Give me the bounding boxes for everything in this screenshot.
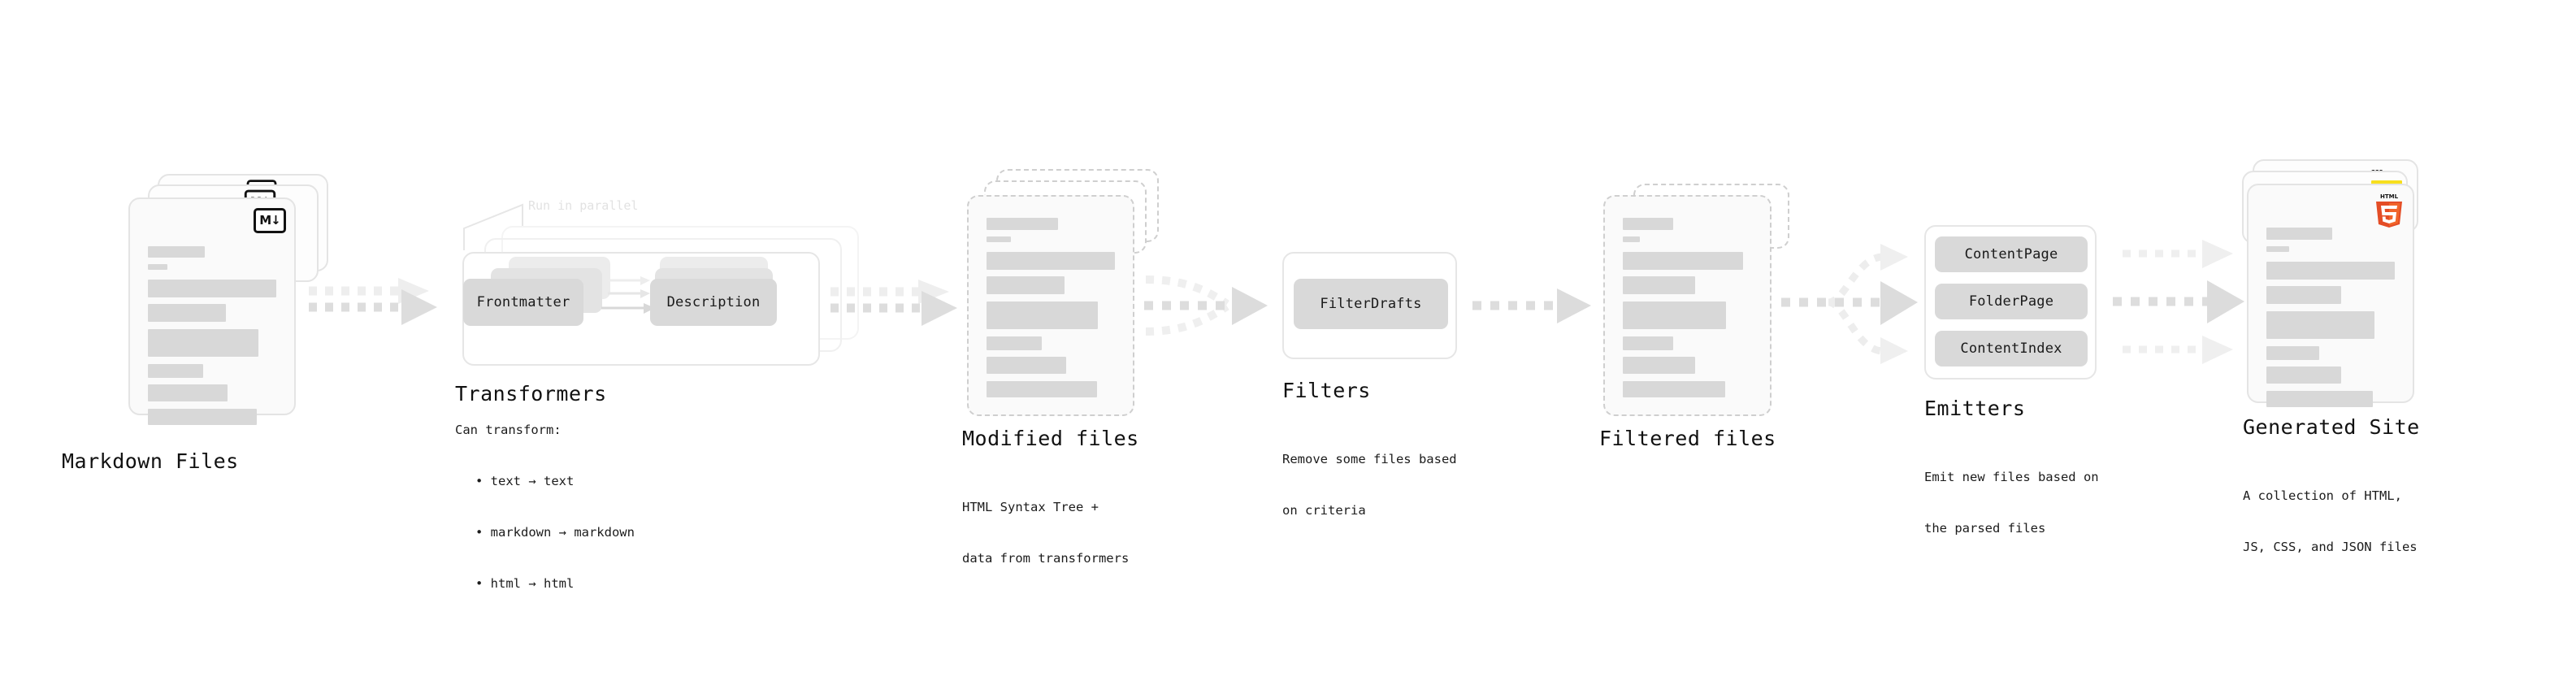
arrow-transformers-to-modified xyxy=(830,280,957,326)
skeleton-line xyxy=(2266,246,2290,252)
skeleton-line xyxy=(1623,381,1725,397)
transformers-caption: Transformers xyxy=(455,382,607,406)
folder-page-node[interactable]: FolderPage xyxy=(1935,284,2088,319)
content-page-node[interactable]: ContentPage xyxy=(1935,236,2088,272)
skeleton-line xyxy=(987,381,1097,397)
skeleton-line xyxy=(2266,262,2395,280)
svg-text:HTML: HTML xyxy=(2380,193,2399,200)
skeleton-line xyxy=(987,252,1115,270)
skeleton-line xyxy=(1623,218,1673,230)
skeleton-line xyxy=(987,357,1066,374)
transformer-inner-arrows xyxy=(601,276,655,314)
description-node[interactable]: Description xyxy=(650,279,777,326)
modified-file-card-front xyxy=(967,195,1134,416)
skeleton-line xyxy=(987,301,1099,329)
modified-files-desc-line2: data from transformers xyxy=(962,551,1130,566)
markdown-file-card-front xyxy=(128,197,296,425)
markdown-skeleton-lines xyxy=(148,246,276,425)
html5-icon: HTML xyxy=(2373,192,2405,229)
modified-skeleton-lines xyxy=(987,218,1115,397)
skeleton-line xyxy=(148,409,258,425)
content-index-node[interactable]: ContentIndex xyxy=(1935,331,2088,367)
frontmatter-node[interactable]: Frontmatter xyxy=(463,279,583,326)
skeleton-line xyxy=(148,246,205,258)
filters-caption: Filters xyxy=(1282,379,1371,402)
filters-desc-line1: Remove some files based xyxy=(1282,452,1457,466)
skeleton-line xyxy=(1623,236,1640,242)
arrow-modified-to-filters xyxy=(1144,275,1268,336)
skeleton-line xyxy=(148,264,167,270)
skeleton-line xyxy=(148,364,203,378)
skeleton-line xyxy=(2266,346,2319,360)
skeleton-line xyxy=(987,276,1065,294)
filter-drafts-node[interactable]: FilterDrafts xyxy=(1294,279,1448,329)
skeleton-line xyxy=(148,280,276,297)
transformers-bullet-text: • text → text xyxy=(475,474,575,488)
skeleton-line xyxy=(1623,252,1743,270)
skeleton-line xyxy=(1623,301,1727,329)
modified-files-desc: HTML Syntax Tree + data from transformer… xyxy=(962,465,1129,601)
filters-desc: Remove some files based on criteria xyxy=(1282,417,1457,553)
markdown-icon: M↓ xyxy=(254,208,286,233)
skeleton-line xyxy=(1623,276,1696,294)
transformers-bullet-html: • html → html xyxy=(475,576,575,591)
skeleton-line xyxy=(987,236,1012,242)
skeleton-line xyxy=(2266,228,2332,240)
run-in-parallel-label: Run in parallel xyxy=(528,198,639,213)
transformers-desc-heading: Can transform: xyxy=(455,423,562,437)
skeleton-line xyxy=(987,218,1059,230)
skeleton-line xyxy=(148,384,228,401)
skeleton-line xyxy=(148,329,258,357)
skeleton-line xyxy=(987,336,1042,350)
arrow-markdown-to-transformers xyxy=(309,278,437,325)
modified-files-caption: Modified files xyxy=(962,427,1139,450)
skeleton-line xyxy=(1623,336,1673,350)
modified-files-desc-line1: HTML Syntax Tree + xyxy=(962,500,1099,514)
generated-site-desc-line1: A collection of HTML, xyxy=(2243,488,2402,503)
filtered-skeleton-lines xyxy=(1623,218,1752,397)
transformers-bullets: • text → text • markdown → markdown • ht… xyxy=(464,439,635,627)
emitters-caption: Emitters xyxy=(1924,397,2026,420)
filtered-files-caption: Filtered files xyxy=(1599,427,1776,450)
transformers-bullet-markdown: • markdown → markdown xyxy=(475,525,635,540)
skeleton-line xyxy=(148,304,227,322)
emitters-desc: Emit new files based on the parsed files xyxy=(1924,435,2099,571)
skeleton-line xyxy=(1623,357,1696,374)
site-file-card-front xyxy=(2247,184,2414,407)
generated-site-desc-line2: JS, CSS, and JSON files xyxy=(2243,540,2418,554)
filtered-file-card-front xyxy=(1603,195,1772,416)
skeleton-line xyxy=(2266,311,2374,339)
filters-desc-line2: on criteria xyxy=(1282,503,1366,518)
html5-icon-svg: HTML xyxy=(2376,193,2402,228)
arrow-emitters-to-site xyxy=(2113,240,2244,364)
emitters-desc-line1: Emit new files based on xyxy=(1924,470,2099,484)
arrow-filtered-to-emitters xyxy=(1781,244,1918,364)
emitters-desc-line2: the parsed files xyxy=(1924,521,2046,536)
generated-site-desc: A collection of HTML, JS, CSS, and JSON … xyxy=(2243,453,2418,590)
skeleton-line xyxy=(2266,286,2341,304)
site-skeleton-lines xyxy=(2266,228,2395,407)
run-in-parallel-bracket xyxy=(463,203,523,250)
generated-site-caption: Generated Site xyxy=(2243,415,2420,439)
arrow-filters-to-filtered xyxy=(1472,288,1591,323)
skeleton-line xyxy=(2266,391,2374,407)
markdown-files-caption: Markdown Files xyxy=(62,449,239,473)
markdown-icon-glyph: M↓ xyxy=(259,213,280,228)
skeleton-line xyxy=(2266,367,2341,384)
